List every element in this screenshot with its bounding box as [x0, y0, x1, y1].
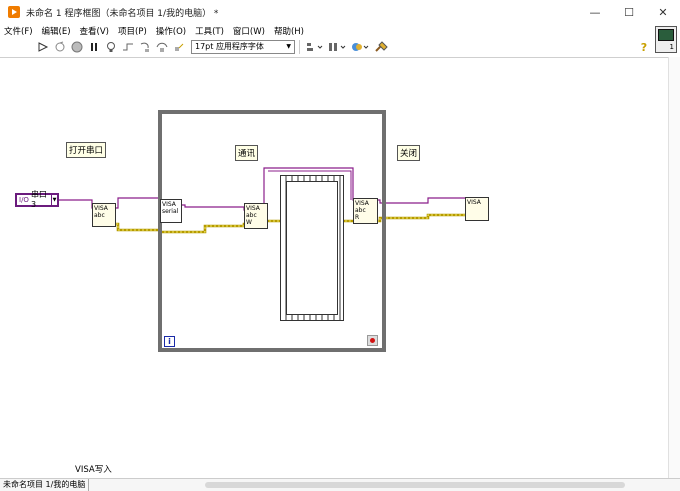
vi-icon-screen — [658, 29, 674, 41]
title-bar: 未命名 1 程序框图（未命名项目 1/我的电脑） * — ☐ ✕ — [0, 0, 680, 24]
flat-sequence-frame[interactable] — [158, 110, 386, 352]
visa-resource-icon: I/O — [19, 196, 29, 204]
stacked-sequence-inner — [286, 181, 338, 315]
window-title: 未命名 1 程序框图（未命名项目 1/我的电脑） * — [26, 8, 219, 19]
menu-project[interactable]: 项目(P) — [118, 27, 147, 37]
highlight-execution-icon[interactable] — [104, 40, 118, 54]
step-over-icon[interactable] — [155, 40, 169, 54]
visa-close-label: VISA — [467, 199, 481, 206]
run-arrow-icon[interactable] — [36, 40, 50, 54]
maximize-button[interactable]: ☐ — [624, 5, 634, 19]
label-close[interactable]: 关闭 — [397, 145, 421, 161]
resource-dropdown-icon[interactable]: ▼ — [51, 195, 57, 205]
toolbar: 17pt 应用程序字体 ? — [0, 38, 655, 56]
vi-icon-number: 1 — [669, 43, 674, 51]
vertical-scrollbar[interactable] — [668, 57, 680, 478]
clean-up-diagram-icon[interactable] — [373, 40, 389, 54]
minimize-button[interactable]: — — [589, 5, 601, 19]
visa-write-label: VISA — [246, 205, 260, 212]
stop-icon[interactable] — [367, 335, 378, 346]
menu-operate[interactable]: 操作(O) — [155, 27, 187, 37]
visa-configure-label: VISA — [94, 205, 108, 212]
align-objects-icon[interactable] — [304, 40, 324, 54]
visa-close-vi[interactable]: VISA — [465, 197, 489, 221]
vi-icon[interactable]: 1 — [655, 26, 677, 53]
visa-resource-wire-inner — [268, 170, 352, 200]
distribute-objects-icon[interactable] — [327, 40, 347, 54]
menu-window[interactable]: 窗口(W) — [232, 27, 265, 37]
stacked-sequence-frame[interactable] — [280, 175, 344, 321]
menu-tools[interactable]: 工具(T) — [195, 27, 224, 37]
status-bar: 未命名项目 1/我的电脑 — [0, 478, 680, 491]
label-open-port[interactable]: 打开串口 — [66, 142, 107, 158]
info-icon[interactable]: i — [164, 336, 175, 347]
step-out-icon[interactable] — [172, 40, 186, 54]
label-communication[interactable]: 通讯 — [235, 145, 259, 161]
step-into-icon[interactable] — [138, 40, 152, 54]
context-help-button[interactable]: ? — [640, 40, 648, 54]
toolbar-separator — [299, 40, 300, 54]
menu-file[interactable]: 文件(F) — [4, 27, 33, 37]
font-select[interactable]: 17pt 应用程序字体 — [191, 40, 295, 54]
close-button[interactable]: ✕ — [658, 5, 668, 19]
visa-resource-constant[interactable]: I/O 串口3 ▼ — [15, 190, 59, 209]
horizontal-scrollbar[interactable] — [205, 482, 625, 488]
menu-view[interactable]: 查看(V) — [79, 27, 109, 37]
visa-serial-label: VISA — [162, 201, 176, 208]
visa-read-label: VISA — [355, 200, 369, 207]
menu-bar: 文件(F) 编辑(E) 查看(V) 项目(P) 操作(O) 工具(T) 窗口(W… — [0, 24, 680, 38]
context-help-text: VISA写入 — [75, 463, 112, 475]
reorder-icon[interactable] — [350, 40, 370, 54]
window-controls: — ☐ ✕ — [578, 0, 680, 24]
run-continuously-icon[interactable] — [53, 40, 67, 54]
abort-icon[interactable] — [70, 40, 84, 54]
menu-edit[interactable]: 编辑(E) — [41, 27, 71, 37]
status-project-path: 未命名项目 1/我的电脑 — [0, 478, 90, 491]
labview-app-icon — [8, 6, 20, 18]
retain-wire-values-icon[interactable] — [121, 40, 135, 54]
visa-resource-value: 串口3 — [30, 190, 47, 209]
pause-icon[interactable] — [87, 40, 101, 54]
error-cluster-wire-highlight — [116, 214, 465, 233]
menu-help[interactable]: 帮助(H) — [273, 27, 304, 37]
